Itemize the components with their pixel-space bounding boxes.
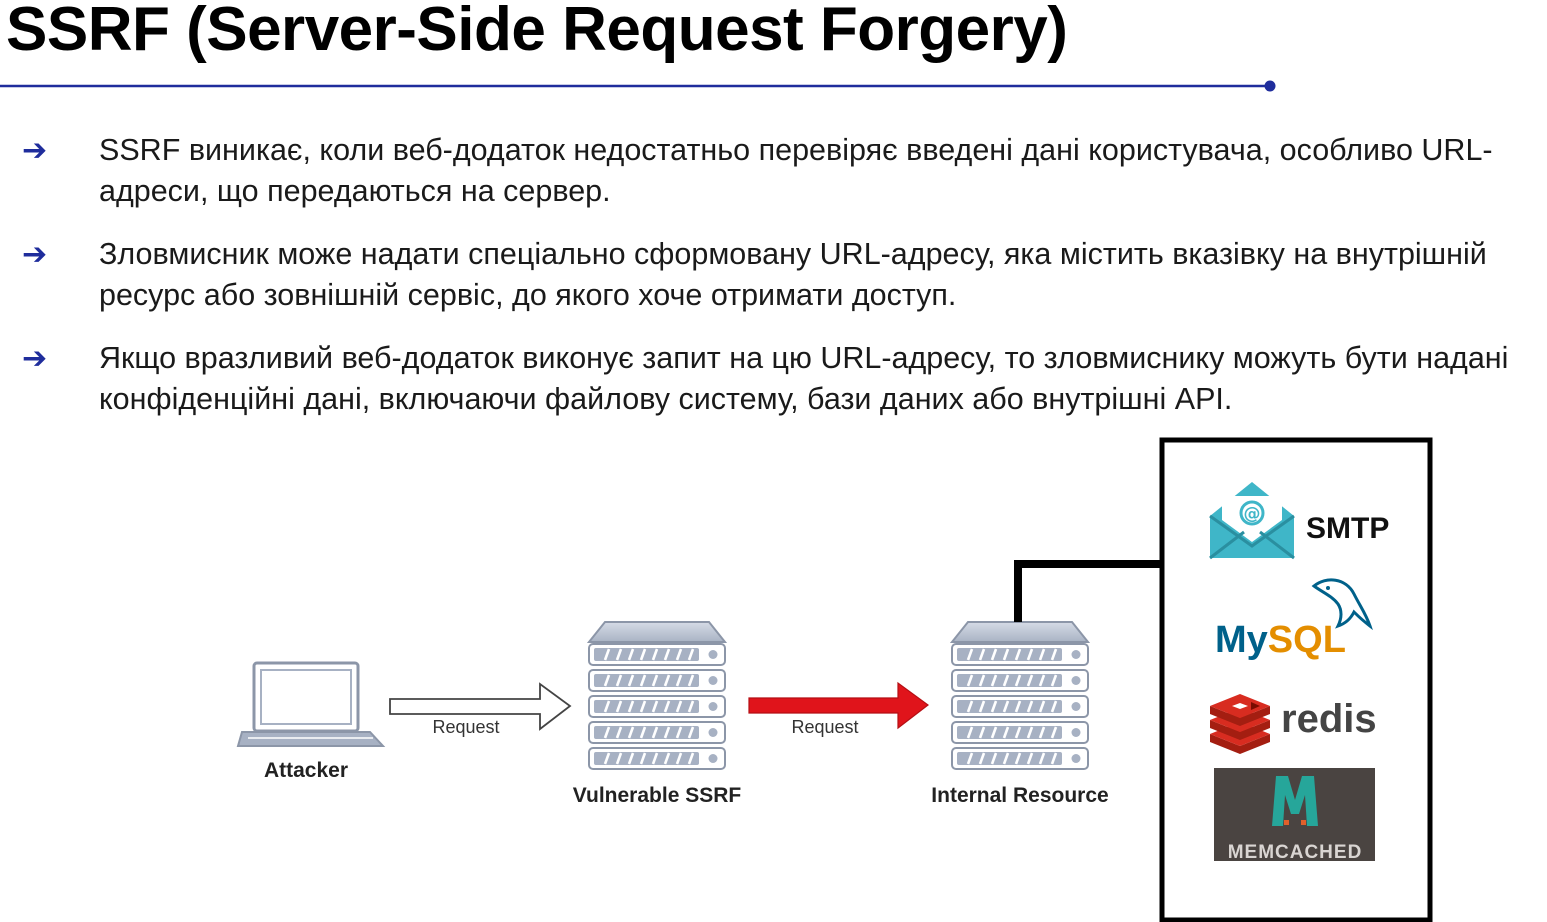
internal-server-icon [952,622,1088,769]
bullet-text: Якщо вразливий веб-додаток виконує запит… [99,341,1509,416]
bullet-item: ➔ Зловмисник може надати спеціально сфор… [0,234,1547,316]
email-envelope-icon: @ [1209,482,1295,560]
request-arrow-red [748,681,930,730]
laptop-icon [236,661,386,747]
internal-label: Internal Resource [931,784,1108,807]
mysql-label: MySQL [1215,619,1346,661]
arrow-right-icon: ➔ [22,133,48,168]
bullet-list: ➔ SSRF виникає, коли веб-додаток недоста… [0,130,1547,442]
arrow-right-icon: ➔ [22,237,48,272]
request-label-2: Request [791,717,858,737]
attacker-label: Attacker [264,759,348,782]
request-arrow-outline [389,682,572,731]
redis-label: redis [1281,697,1377,741]
bullet-text: SSRF виникає, коли веб-додаток недостатн… [99,133,1493,208]
mysql-dolphin-icon [1311,578,1373,631]
bullet-text: Зловмисник може надати спеціально сформо… [99,237,1487,312]
request-label-1: Request [432,717,499,737]
slide-title: SSRF (Server-Side Request Forgery) [6,0,1068,64]
arrow-right-icon: ➔ [22,341,48,376]
vulnerable-server-icon [589,622,725,769]
memcached-m-icon [1214,768,1375,861]
memcached-label: MEMCACHED [1228,842,1363,863]
svg-text:@: @ [1244,504,1261,524]
redis-cube-icon [1210,694,1270,754]
vulnerable-label: Vulnerable SSRF [573,784,742,807]
mysql-label-sql: SQL [1268,619,1346,661]
bullet-item: ➔ SSRF виникає, коли веб-додаток недоста… [0,130,1547,212]
mysql-label-my: My [1215,619,1268,661]
smtp-label: SMTP [1306,512,1389,545]
bullet-item: ➔ Якщо вразливий веб-додаток виконує зап… [0,338,1547,420]
title-rule [0,80,1276,92]
connector-line [1014,560,1162,622]
